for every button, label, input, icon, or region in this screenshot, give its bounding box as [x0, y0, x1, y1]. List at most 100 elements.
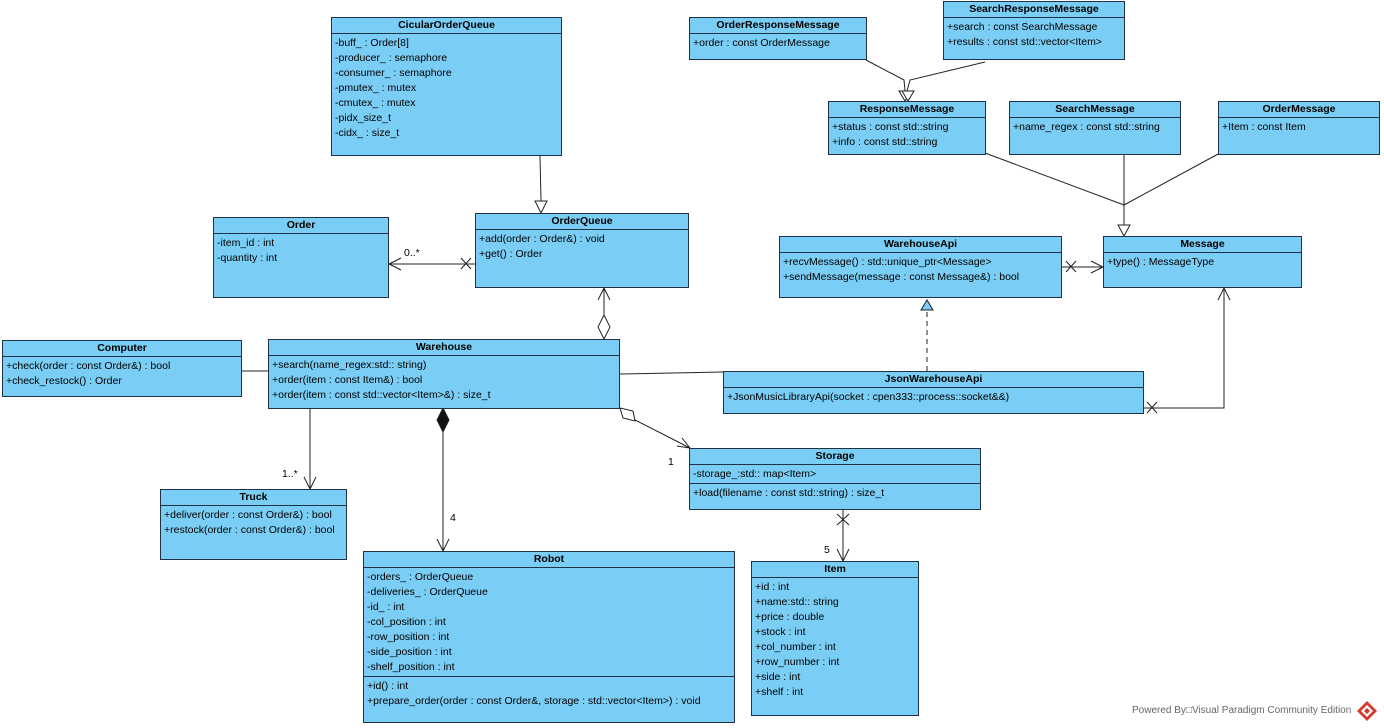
operation-list: +check(order : const Order&) : bool+chec…: [3, 357, 241, 390]
operation-list: +JsonMusicLibraryApi(socket : cpen333::p…: [724, 388, 1143, 406]
class-name: Warehouse: [269, 340, 619, 356]
class-warehouse-api[interactable]: WarehouseApi +recvMessage() : std::uniqu…: [779, 236, 1062, 298]
class-name: Order: [214, 218, 388, 234]
class-attribute: +Item : const Item: [1222, 121, 1306, 133]
class-search-response-message[interactable]: SearchResponseMessage +search : const Se…: [943, 1, 1125, 60]
class-operation: +recvMessage() : std::unique_ptr<Message…: [783, 256, 992, 268]
class-name: ResponseMessage: [829, 102, 985, 118]
arrowhead-realization: [920, 299, 934, 311]
connector-response-generalization: [984, 152, 1125, 206]
arrowhead-open: [1217, 286, 1231, 301]
connector-json-message: [1143, 288, 1225, 409]
connector-warehouse-json: [619, 371, 724, 375]
connector-order-message-generalization: [1123, 152, 1221, 206]
class-item[interactable]: Item +id : int+name:std:: string+price :…: [751, 561, 919, 716]
attribute-list: +status : const std::string+info : const…: [829, 118, 985, 151]
class-attribute: -row_position : int: [367, 631, 450, 643]
operation-list: +add(order : Order&) : void+get() : Orde…: [476, 230, 688, 263]
class-order-response-message[interactable]: OrderResponseMessage +order : const Orde…: [689, 17, 867, 60]
class-attribute: -col_position : int: [367, 616, 446, 628]
class-robot[interactable]: Robot -orders_ : OrderQueue-deliveries_ …: [363, 551, 735, 723]
class-attribute: +side : int: [755, 671, 801, 683]
connector-warehouse-storage: [634, 419, 691, 449]
class-truck[interactable]: Truck +deliver(order : const Order&) : b…: [160, 489, 347, 560]
class-name: Computer: [3, 341, 241, 357]
class-name: WarehouseApi: [780, 237, 1061, 253]
attribute-list: -orders_ : OrderQueue-deliveries_ : Orde…: [364, 568, 734, 676]
composition-diamond: [436, 406, 450, 434]
connector-search-response-generalization: [906, 61, 986, 92]
class-search-message[interactable]: SearchMessage +name_regex : const std::s…: [1009, 101, 1181, 155]
class-computer[interactable]: Computer +check(order : const Order&) : …: [2, 340, 242, 397]
class-message[interactable]: Message +type() : MessageType: [1103, 236, 1302, 288]
class-response-message[interactable]: ResponseMessage +status : const std::str…: [828, 101, 986, 155]
class-attribute: +search : const SearchMessage: [947, 21, 1098, 33]
operation-list: +type() : MessageType: [1104, 253, 1301, 271]
attribute-list: +id : int+name:std:: string+price : doub…: [752, 578, 918, 701]
class-warehouse[interactable]: Warehouse +search(name_regex:std:: strin…: [268, 339, 620, 409]
arrowhead-hollow-triangle: [534, 200, 548, 215]
attribute-list: +search : const SearchMessage+results : …: [944, 18, 1124, 51]
class-attribute: +stock : int: [755, 626, 806, 638]
arrowhead-hollow-triangle: [901, 90, 915, 102]
class-name: Robot: [364, 552, 734, 568]
class-attribute: -producer_ : semaphore: [335, 52, 448, 64]
connector-queue-generalization: [539, 155, 542, 202]
class-name: Message: [1104, 237, 1301, 253]
class-attribute: +col_number : int: [755, 641, 836, 653]
visual-paradigm-logo-icon: [1357, 701, 1377, 721]
class-order[interactable]: Order -item_id : int -quantity : int: [213, 217, 389, 298]
class-operation: +id() : int: [367, 680, 409, 692]
class-name: SearchMessage: [1010, 102, 1180, 118]
class-name: OrderResponseMessage: [690, 18, 866, 34]
class-json-warehouse-api[interactable]: JsonWarehouseApi +JsonMusicLibraryApi(so…: [723, 371, 1144, 414]
class-order-queue[interactable]: OrderQueue +add(order : Order&) : void+g…: [475, 213, 689, 288]
class-attribute: -item_id : int: [217, 237, 275, 249]
class-attribute: -deliveries_ : OrderQueue: [367, 586, 488, 598]
class-attribute: +name:std:: string: [755, 596, 839, 608]
connector-order-response-generalization: [865, 59, 906, 92]
class-attribute: -quantity : int: [217, 252, 278, 264]
multiplicity-label: 1..*: [282, 468, 298, 480]
attribute-list: -storage_:std:: map<Item>: [690, 465, 980, 483]
multiplicity-label: 1: [668, 456, 674, 468]
operation-list: +id() : int+prepare_order(order : const …: [364, 676, 734, 710]
operation-list: +search(name_regex:std:: string)+order(i…: [269, 356, 619, 404]
class-attribute: +row_number : int: [755, 656, 840, 668]
class-attribute: -id_ : int: [367, 601, 405, 613]
class-name: SearchResponseMessage: [944, 2, 1124, 18]
multiplicity-label: 5: [824, 544, 830, 556]
class-name: OrderMessage: [1219, 102, 1379, 118]
class-operation: +restock(order : const Order&) : bool: [164, 524, 335, 536]
class-operation: +load(filename : const std::string) : si…: [693, 487, 885, 499]
class-operation: +check(order : const Order&) : bool: [6, 360, 171, 372]
class-name: JsonWarehouseApi: [724, 372, 1143, 388]
class-attribute: -storage_:std:: map<Item>: [693, 468, 817, 480]
class-attribute: +price : double: [755, 611, 825, 623]
class-order-message[interactable]: OrderMessage +Item : const Item: [1218, 101, 1380, 155]
class-attribute: +status : const std::string: [832, 121, 949, 133]
class-storage[interactable]: Storage -storage_:std:: map<Item> +load(…: [689, 448, 981, 510]
arrowhead-open: [597, 286, 611, 301]
class-attribute: +name_regex : const std::string: [1013, 121, 1160, 133]
multiplicity-label: 4: [450, 512, 456, 524]
class-attribute: +id : int: [755, 581, 790, 593]
class-attribute: -cidx_ : size_t: [335, 127, 400, 139]
class-name: OrderQueue: [476, 214, 688, 230]
class-name: CicularOrderQueue: [332, 18, 561, 34]
class-operation: +type() : MessageType: [1107, 256, 1215, 268]
attribute-list: -buff_ : Order[8] -producer_ : semaphore -…: [332, 34, 561, 142]
class-attribute: -buff_ : Order[8]: [335, 37, 409, 49]
class-operation: +order(item : const Item&) : bool: [272, 374, 423, 386]
aggregation-diamond: [597, 313, 611, 341]
class-operation: +sendMessage(message : const Message&) :…: [783, 271, 1020, 283]
class-attribute: -cmutex_ : mutex: [335, 97, 416, 109]
class-operation: +get() : Order: [479, 248, 543, 260]
class-operation: +search(name_regex:std:: string): [272, 359, 427, 371]
class-circular-order-queue[interactable]: CicularOrderQueue -buff_ : Order[8] -prod…: [331, 17, 562, 156]
class-name: Storage: [690, 449, 980, 465]
operation-list: +load(filename : const std::string) : si…: [690, 483, 980, 502]
class-attribute: -pidx_size_t: [335, 112, 392, 124]
class-name: Item: [752, 562, 918, 578]
